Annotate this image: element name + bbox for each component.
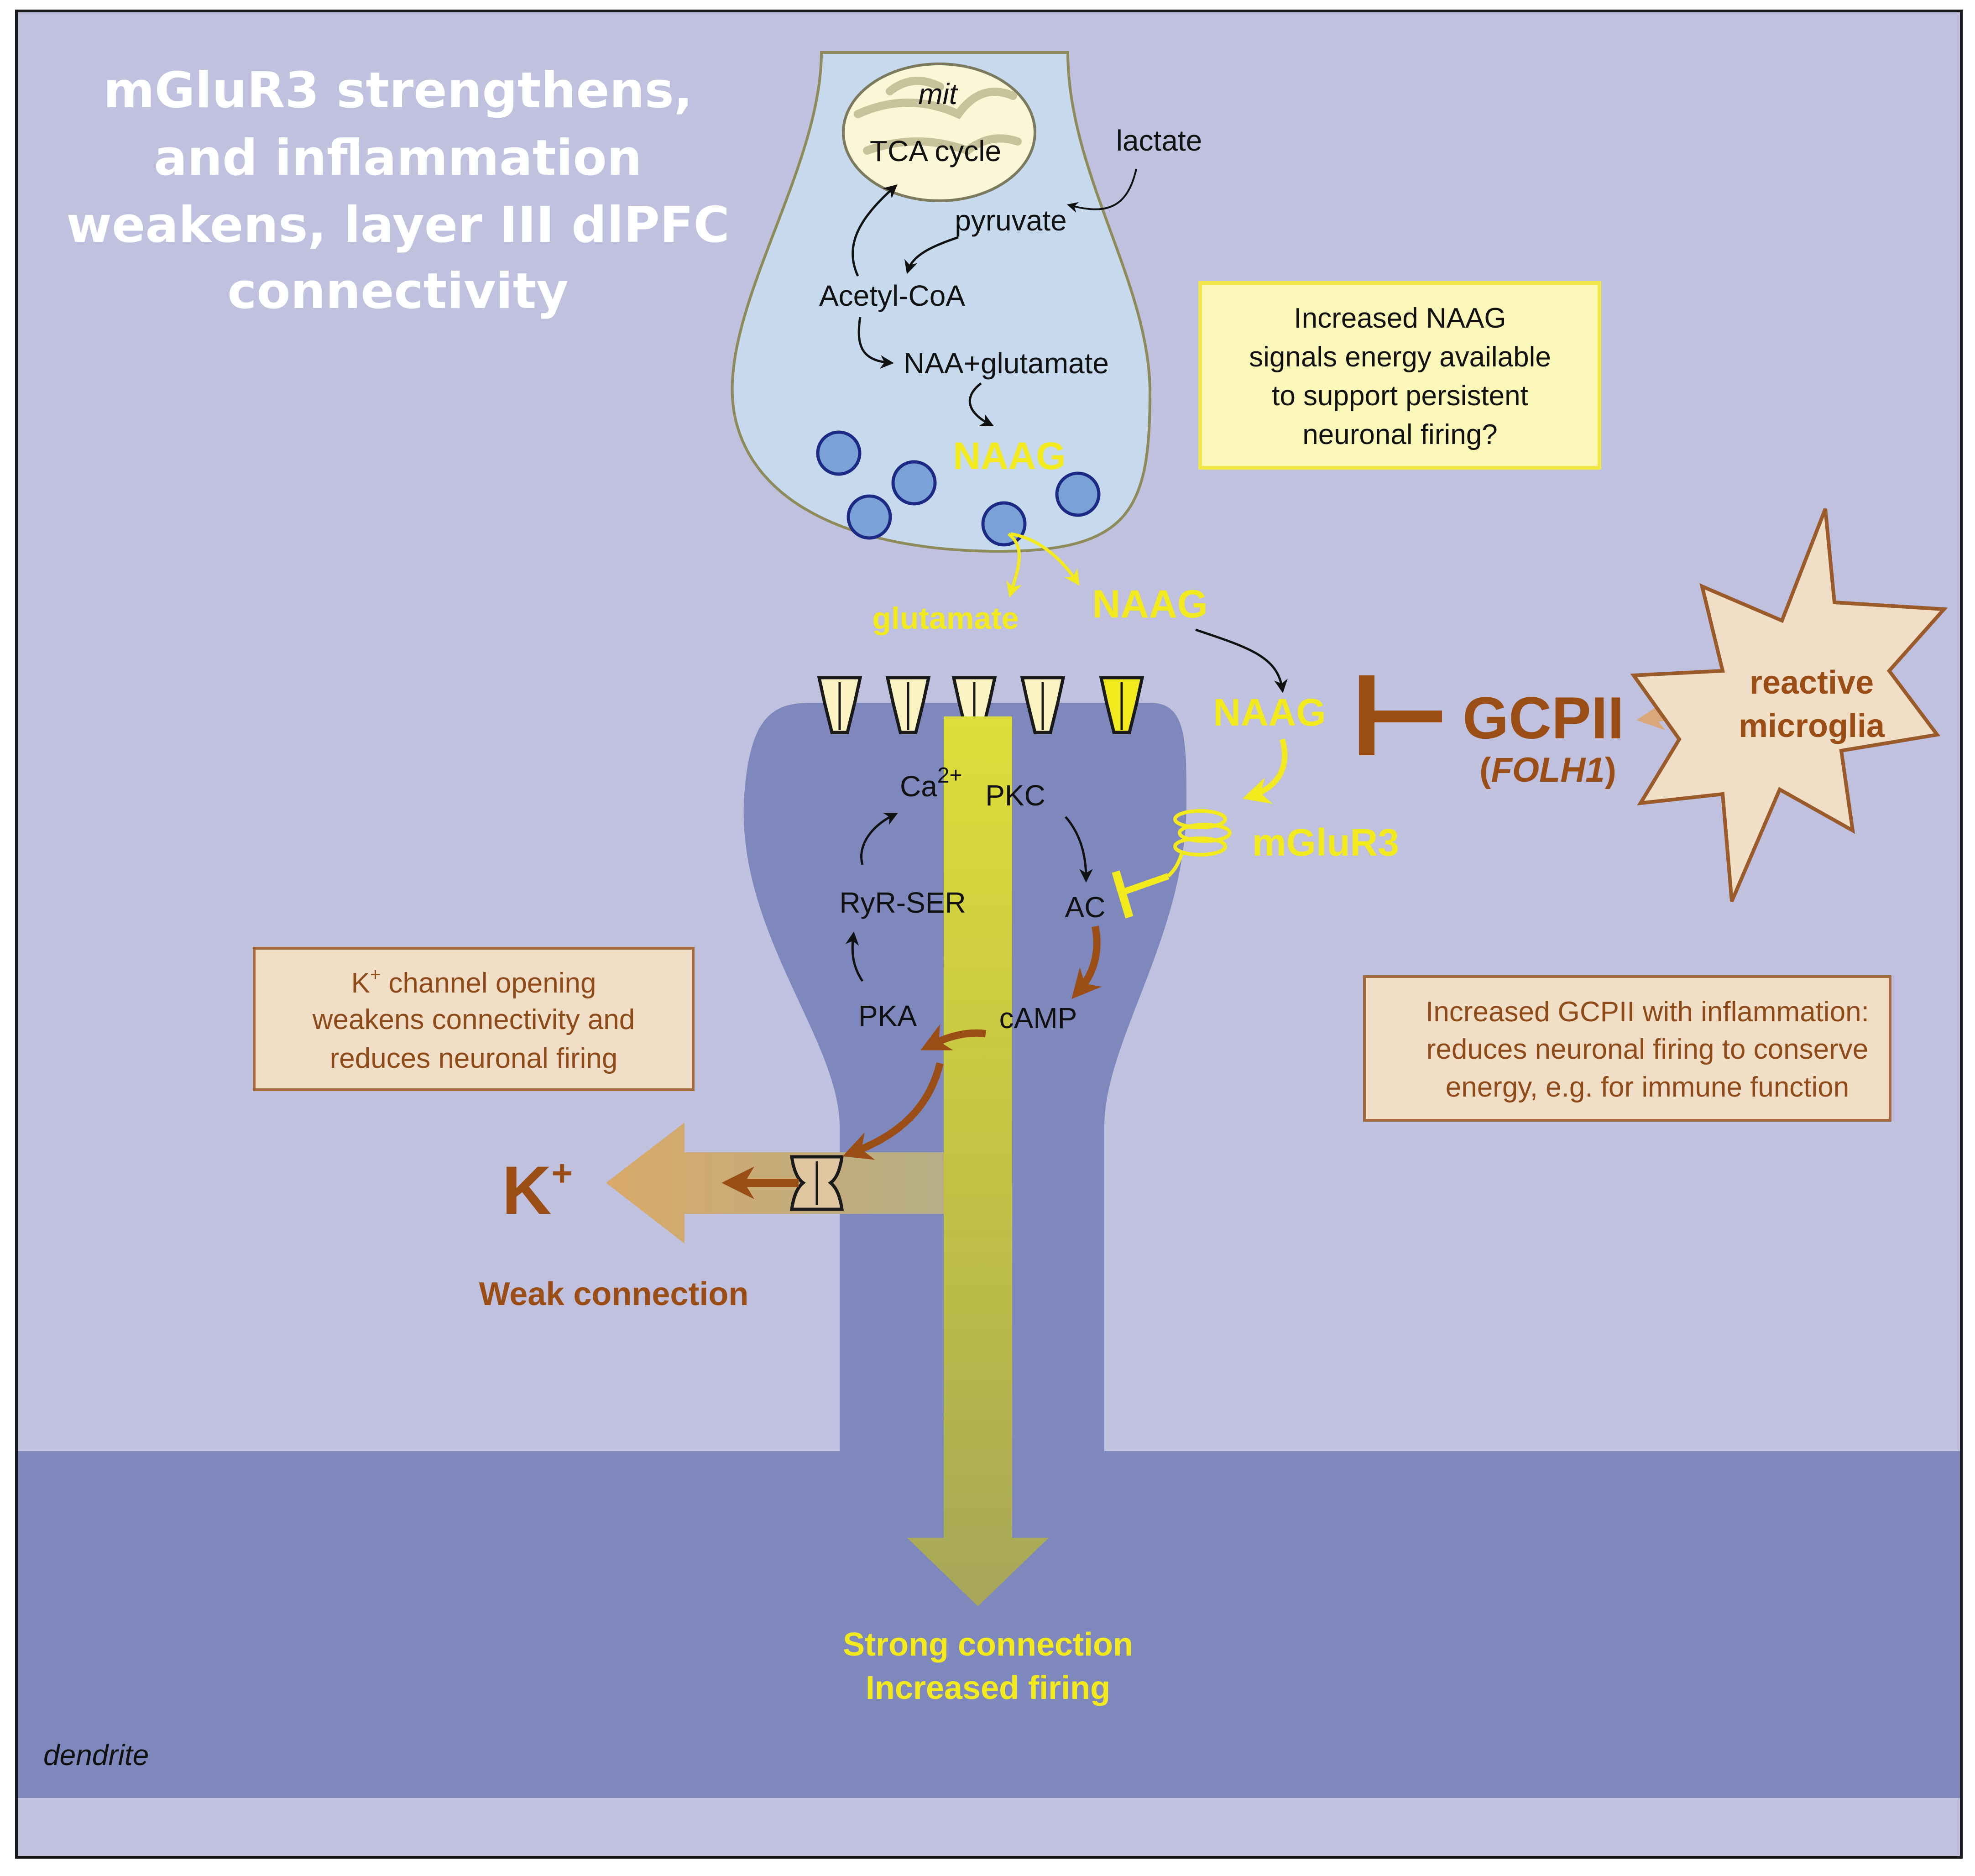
pyruvate-label: pyruvate [955,204,1066,237]
arrow-acetylcoa-tca [852,184,898,277]
presynaptic-terminal [731,51,1152,553]
k-ion-label: K+ [502,1152,573,1228]
note-gcpii-line: reduces neuronal firing to conserve [1426,1034,1868,1065]
pka-label: PKA [858,999,917,1032]
acetyl-coa-label: Acetyl-CoA [819,279,965,312]
reactive-microglia-starburst [1630,508,1948,902]
vesicle [981,501,1027,547]
glutamate-label: glutamate [872,601,1019,636]
dendrite-label: dendrite [43,1739,149,1771]
note-naag-line: Increased NAAG [1294,303,1506,334]
tca-cycle-label: TCA cycle [870,135,1001,167]
note-naag-line: to support persistent [1272,380,1528,412]
naag-released-label: NAAG [1092,582,1207,626]
note-gcpii-line: energy, e.g. for immune function [1446,1071,1850,1103]
arrow-release-naag [1010,532,1080,586]
note-naag-line: signals energy available [1249,341,1551,373]
mglur3-label: mGluR3 [1252,821,1399,864]
folh1-label: (FOLH1) [1479,751,1616,789]
arrow-camp-pka [920,1024,986,1050]
microglia-label-line1: reactive [1750,664,1874,701]
vesicle [816,430,862,476]
note-k-channel-box: K+ channel opening weakens connectivity … [253,947,695,1091]
vesicle [846,494,892,540]
strong-connection-label: Strong connection [843,1626,1133,1663]
arrow-ac-camp [1071,925,1102,999]
title-line: mGluR3 strengthens, [103,62,693,119]
ca-label: Ca2+ [900,763,962,803]
vesicle [1055,471,1101,517]
arrow-camp-kchannel [842,1062,944,1160]
naag-receptor-label: NAAG [1213,691,1326,734]
vesicle [891,460,937,506]
note-naag-line: neuronal firing? [1302,419,1497,450]
arrow-pkc-ac [1065,816,1093,883]
mglur3-inhibit-bar [1112,870,1134,919]
note-k-line1: K+ channel opening [351,965,596,999]
ryr-ser-label: RyR-SER [839,886,966,919]
arrow-naag-to-receptor [1195,628,1288,693]
note-gcpii-line: Increased GCPII with inflammation: [1426,996,1869,1028]
title-line: and inflammation [154,130,642,187]
title-line: connectivity [227,263,568,320]
pkc-label: PKC [985,779,1045,812]
mglur3-inhibits-ac [1121,873,1170,895]
naag-presynaptic-label: NAAG [953,434,1066,477]
ac-label: AC [1065,891,1106,924]
note-gcpii-box: Increased GCPII with inflammation: reduc… [1363,975,1891,1122]
mglur3-receptor-icon [1167,809,1232,878]
arrow-ryr-ca [860,812,899,865]
note-naag-box: Increased NAAG signals energy available … [1198,281,1601,470]
lactate-label: lactate [1116,124,1202,157]
title-line: weakens, layer III dlPFC [66,197,730,254]
arrow-lactate-pyruvate [1067,168,1137,213]
arrow-naag-mglur3 [1242,738,1288,804]
arrow-pka-ryr [845,931,864,982]
increased-firing-label: Increased firing [866,1670,1110,1706]
mit-label: mit [918,78,958,110]
weak-connection-label: Weak connection [479,1276,749,1312]
note-k-line3: reduces neuronal firing [330,1043,618,1074]
camp-label: cAMP [999,1002,1077,1035]
arrow-acetylcoa-naa [857,317,894,369]
synaptic-vesicles [816,430,1101,547]
figure-title: mGluR3 strengthens, and inflammation wea… [66,62,730,320]
mitochondrion [842,63,1036,202]
naa-glutamate-label: NAA+glutamate [904,347,1109,380]
strong-connection-arrow [907,716,1049,1606]
note-k-line2: weakens connectivity and [312,1004,635,1035]
arrow-pyruvate-acetylcoa [904,236,959,274]
arrow-release-glutamate [1006,533,1022,598]
microglia-label-line2: microglia [1739,708,1885,744]
arrow-naa-naag [968,382,994,427]
k-channel [789,1155,844,1211]
gcpii-label: GCPII [1463,685,1624,751]
